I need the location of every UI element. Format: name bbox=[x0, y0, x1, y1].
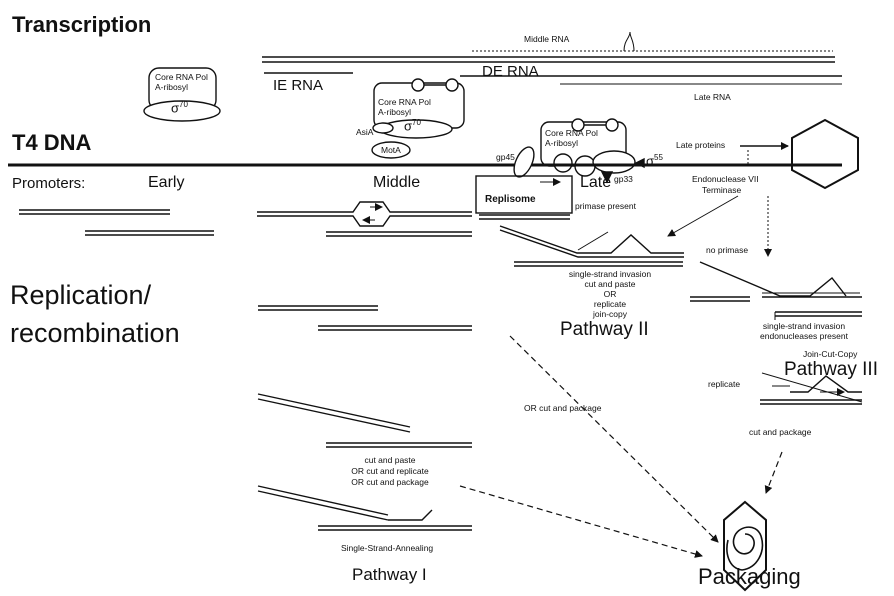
capsid-hexagon bbox=[791, 118, 859, 190]
pathway2-line2: cut and paste bbox=[584, 279, 636, 289]
promoter-early: Early bbox=[148, 174, 185, 191]
early-sigma: σ70 bbox=[171, 100, 188, 116]
pathway3-name: Pathway III bbox=[784, 359, 878, 380]
middle-rna-label: Middle RNA bbox=[524, 34, 570, 44]
replisome-box bbox=[475, 175, 573, 214]
pathway3-cut-package: cut and package bbox=[749, 427, 812, 437]
pathway2-line3: OR bbox=[603, 289, 617, 299]
ssa-label: Single-Strand-Annealing bbox=[341, 543, 434, 553]
replication-label-line2: recombination bbox=[10, 318, 180, 348]
rna-lines bbox=[262, 31, 842, 85]
late-proteins-label: Late proteins bbox=[676, 140, 726, 150]
early-pol-line1: Core RNA Pol bbox=[155, 72, 208, 82]
early-pol-line2: A-ribosyl bbox=[155, 82, 189, 92]
pathway2-invasion bbox=[479, 214, 684, 267]
late-pol-line2: A-ribosyl bbox=[545, 138, 579, 148]
pathway1-name: Pathway I bbox=[352, 565, 427, 584]
middle-pol-line2: A-ribosyl bbox=[378, 107, 412, 117]
pathway1-line1: cut and paste bbox=[364, 455, 416, 465]
t4-dna-label: T4 DNA bbox=[12, 130, 92, 155]
replication-label-line1: Replication/ bbox=[10, 280, 152, 310]
packaging-capsid bbox=[723, 500, 767, 592]
middle-bubble bbox=[257, 201, 472, 237]
early-polymerase bbox=[143, 67, 221, 122]
packaging-label: Packaging bbox=[698, 564, 801, 589]
endonuclease-label: Endonuclease VII bbox=[692, 174, 759, 184]
mota-label: MotA bbox=[381, 145, 401, 155]
promoter-late: Late bbox=[580, 174, 612, 191]
promoters-label: Promoters: bbox=[12, 175, 86, 192]
no-primase-label: no primase bbox=[706, 245, 749, 255]
middle-polymerase bbox=[371, 78, 465, 159]
replisome-label: Replisome bbox=[485, 194, 536, 205]
ssa-upper bbox=[257, 393, 472, 448]
gp45-clamp bbox=[513, 146, 535, 178]
pathway3-replicate: replicate bbox=[708, 379, 741, 389]
terminase-label: Terminase bbox=[702, 185, 742, 195]
early-strands bbox=[19, 209, 214, 236]
pathway3-line1: single-strand invasion bbox=[762, 321, 846, 331]
promoter-middle: Middle bbox=[373, 174, 421, 191]
de-rna-label: DE RNA bbox=[482, 63, 539, 80]
middle-sigma: σ70 bbox=[404, 118, 421, 134]
pathway3-fork bbox=[760, 372, 863, 405]
pathway2-line4: replicate bbox=[593, 299, 627, 309]
pathway3-invasion bbox=[690, 261, 862, 320]
middle-pol-line1: Core RNA Pol bbox=[378, 97, 431, 107]
late-pol-line1: Core RNA Pol bbox=[545, 128, 598, 138]
pathway2-line1: single-strand invasion bbox=[568, 269, 652, 279]
late-rna-label: Late RNA bbox=[694, 92, 731, 102]
asia-label: AsiA bbox=[356, 127, 374, 137]
section-title: Transcription bbox=[12, 12, 152, 37]
pathway1-line2: OR cut and replicate bbox=[351, 466, 429, 476]
primase-present-label: primase present bbox=[575, 201, 636, 211]
pathway3-join-label: Join-Cut-Copy bbox=[803, 349, 858, 359]
pathway1-line3: OR cut and package bbox=[351, 477, 429, 487]
gp45-label: gp45 bbox=[496, 152, 515, 162]
gp33-label: gp33 bbox=[614, 174, 633, 184]
pathway2-name: Pathway II bbox=[560, 319, 649, 340]
late-polymerase bbox=[540, 118, 645, 184]
or-cut-package-label: OR cut and package bbox=[524, 403, 602, 413]
ie-rna-label: IE RNA bbox=[273, 77, 324, 94]
late-sigma: σ55 bbox=[646, 153, 663, 169]
pathway2-line5: join-copy bbox=[592, 309, 628, 319]
pathway3-line2: endonucleases present bbox=[760, 331, 848, 341]
recomb-strands bbox=[258, 305, 472, 331]
ssa-lower bbox=[257, 485, 472, 531]
